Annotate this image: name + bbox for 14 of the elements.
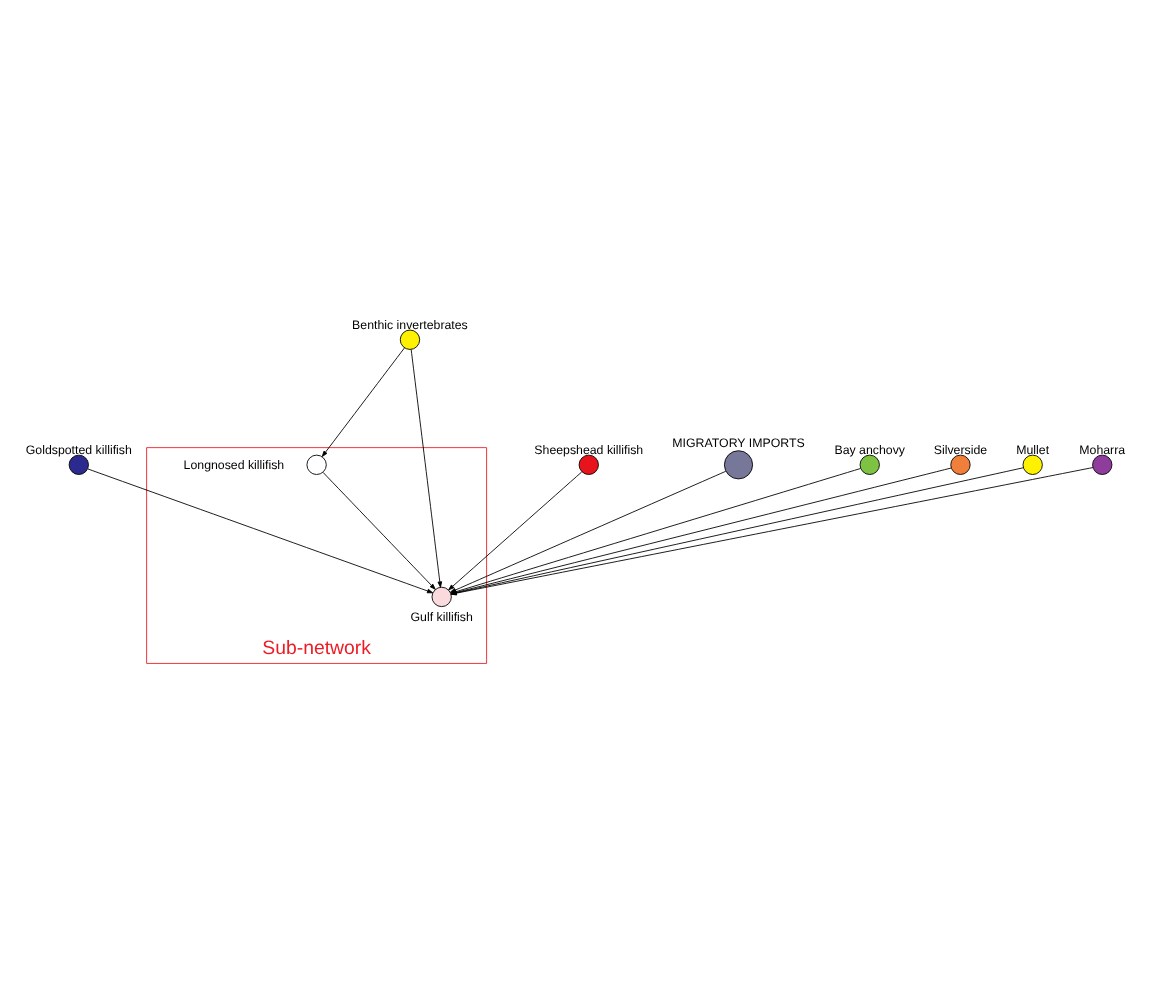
arrow xyxy=(87,468,434,594)
node-circle xyxy=(578,454,599,475)
arrow xyxy=(322,471,436,590)
arrow xyxy=(410,349,443,588)
node-circle xyxy=(399,329,421,350)
node-circle xyxy=(950,454,971,475)
node-circle xyxy=(431,586,452,608)
arrow xyxy=(321,347,405,457)
node-circle xyxy=(723,450,754,480)
node-circle xyxy=(859,454,880,475)
node-circle xyxy=(68,454,89,475)
node-circle xyxy=(306,454,327,475)
node-circle xyxy=(1022,454,1043,475)
node-circle xyxy=(1092,454,1113,475)
